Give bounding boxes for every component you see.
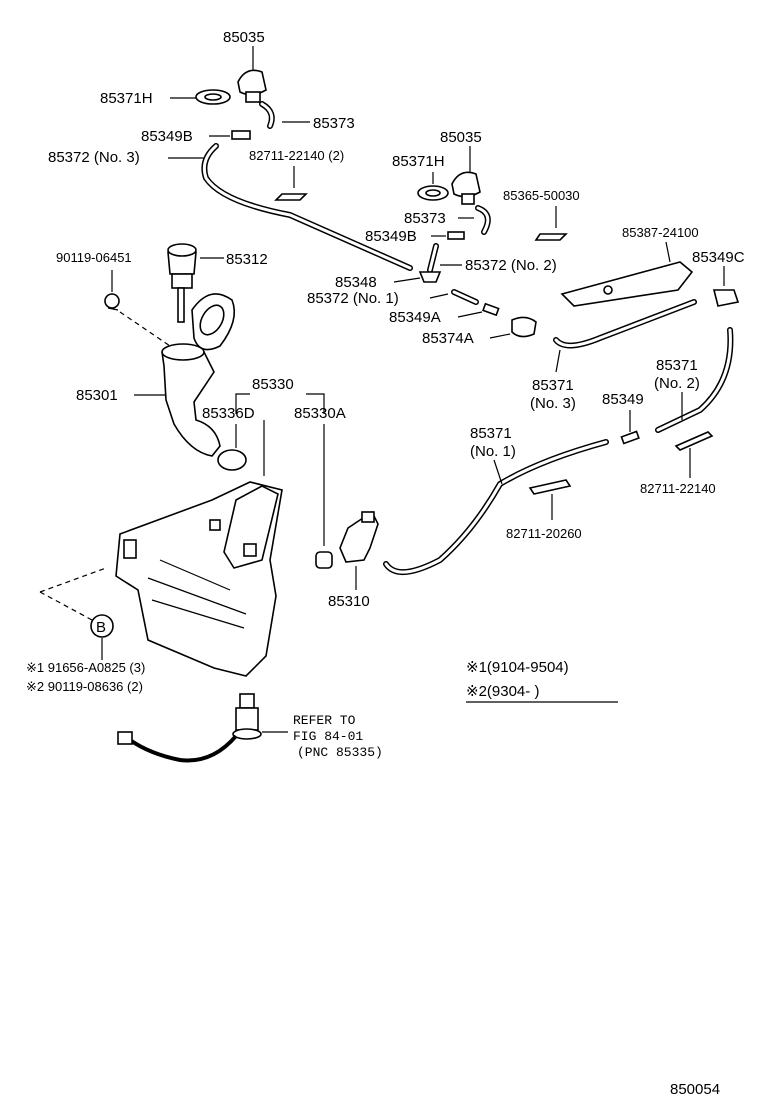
callout-b-letter: B [96,619,106,636]
legend: ※1(9104-9504) ※2(9304- ) [466,659,618,703]
cover-85387-icon [560,261,694,307]
label-clamp-20260: 82711-20260 [506,526,582,541]
inlet-pipe-icon [161,344,221,457]
label-hose-top: 85373 [313,115,355,132]
label-jet-85349: 85349 [602,391,644,408]
jet-b-mid-icon [447,231,465,240]
top-nozzle-group: 85035 85371H 85373 85349B 85372 (No. 3) … [48,29,413,271]
label-hose-no2: 85372 (No. 2) [465,257,557,274]
label-clamp-85365: 85365-50030 [503,188,580,203]
jet-85349-icon [620,430,640,445]
legend-2: ※2(9304- ) [466,683,539,700]
label-jet-c: 85349C [692,249,745,266]
label-hose-85371-no3-sub: (No. 3) [530,395,576,412]
clamp-85365-icon [534,233,568,241]
jet-b-top-icon [231,130,251,140]
refer-line-2: FIG 84-01 [293,729,363,744]
label-cover-85387: 85387-24100 [622,225,699,240]
mid-nozzle-group: 85035 85371H 85373 85349B 85372 (No. 2) … [307,129,557,347]
label-cap-bolt: 90119-06451 [56,250,132,265]
label-nozzle-mid: 85035 [440,129,482,146]
label-hose-85371-no1: 85371 [470,425,512,442]
label-jet-a: 85349A [389,309,441,326]
label-nozzle-a: 85374A [422,330,474,347]
grommet-d-icon [217,449,247,471]
label-grommet-d: 85336D [202,405,255,422]
page-code: 850054 [670,1081,720,1098]
clamp-20260-icon [528,479,572,495]
connector-icon [117,731,133,745]
label-jet-b-top: 85349B [141,128,193,145]
label-cap: 85312 [226,251,268,268]
label-nozzle-top: 85035 [223,29,265,46]
label-tank-assy: 85330 [252,376,294,393]
label-hose-85371-no1-sub: (No. 1) [470,443,516,460]
pump-group: 85310 85371 (No. 1) 82711-20260 [328,425,609,610]
jet-c-icon [712,289,740,307]
note-1: ※1 91656-A0825 (3) [26,660,145,675]
right-top-group: 85365-50030 85387-24100 85349C 85371 (No… [503,188,745,496]
inlet-group: 90119-06451 85312 85301 [56,243,268,457]
label-hose-85371-no3: 85371 [532,377,574,394]
label-grommet-a: 85330A [294,405,346,422]
jet-a-icon [482,302,500,317]
washer-nozzle-mid-icon [451,171,481,198]
label-pump: 85310 [328,593,370,610]
label-clamp-right: 82711-22140 [640,481,716,496]
label-hose-no3-left: 85372 (No. 3) [48,149,140,166]
refer-line-1: REFER TO [293,713,356,728]
level-sensor-icon [239,693,255,709]
label-hose-mid: 85373 [404,210,446,227]
label-joint-85348: 85348 [335,274,377,291]
bolt-icon [104,293,120,309]
level-sensor-group: REFER TO FIG 84-01 (PNC 85335) [117,693,383,763]
label-grommet-top: 85371H [100,90,153,107]
label-clamp-top: 82711-22140 (2) [249,148,344,163]
label-hose-no1-short: 85372 (No. 1) [307,290,399,307]
label-hose-85371-no2: 85371 [656,357,698,374]
callout-b-circle [90,614,114,638]
clamp-top-icon [274,193,308,201]
nozzle-stem-top-icon [245,91,261,103]
washer-nozzle-top-icon [237,69,267,96]
label-hose-85371-no2-sub: (No. 2) [654,375,700,392]
note-2: ※2 90119-08636 (2) [26,679,143,694]
label-inlet: 85301 [76,387,118,404]
label-grommet-mid: 85371H [392,153,445,170]
label-jet-b-mid: 85349B [365,228,417,245]
refer-line-3: (PNC 85335) [297,745,383,760]
nozzle-a-icon [511,316,537,338]
tank-group: 85330 85336D 85330A B ※1 91656-A0825 (3)… [26,376,346,694]
hose-joint-icon [418,271,442,283]
clamp-right-icon [674,431,714,451]
legend-1: ※1(9104-9504) [466,659,569,676]
grommet-a-icon [315,551,333,569]
